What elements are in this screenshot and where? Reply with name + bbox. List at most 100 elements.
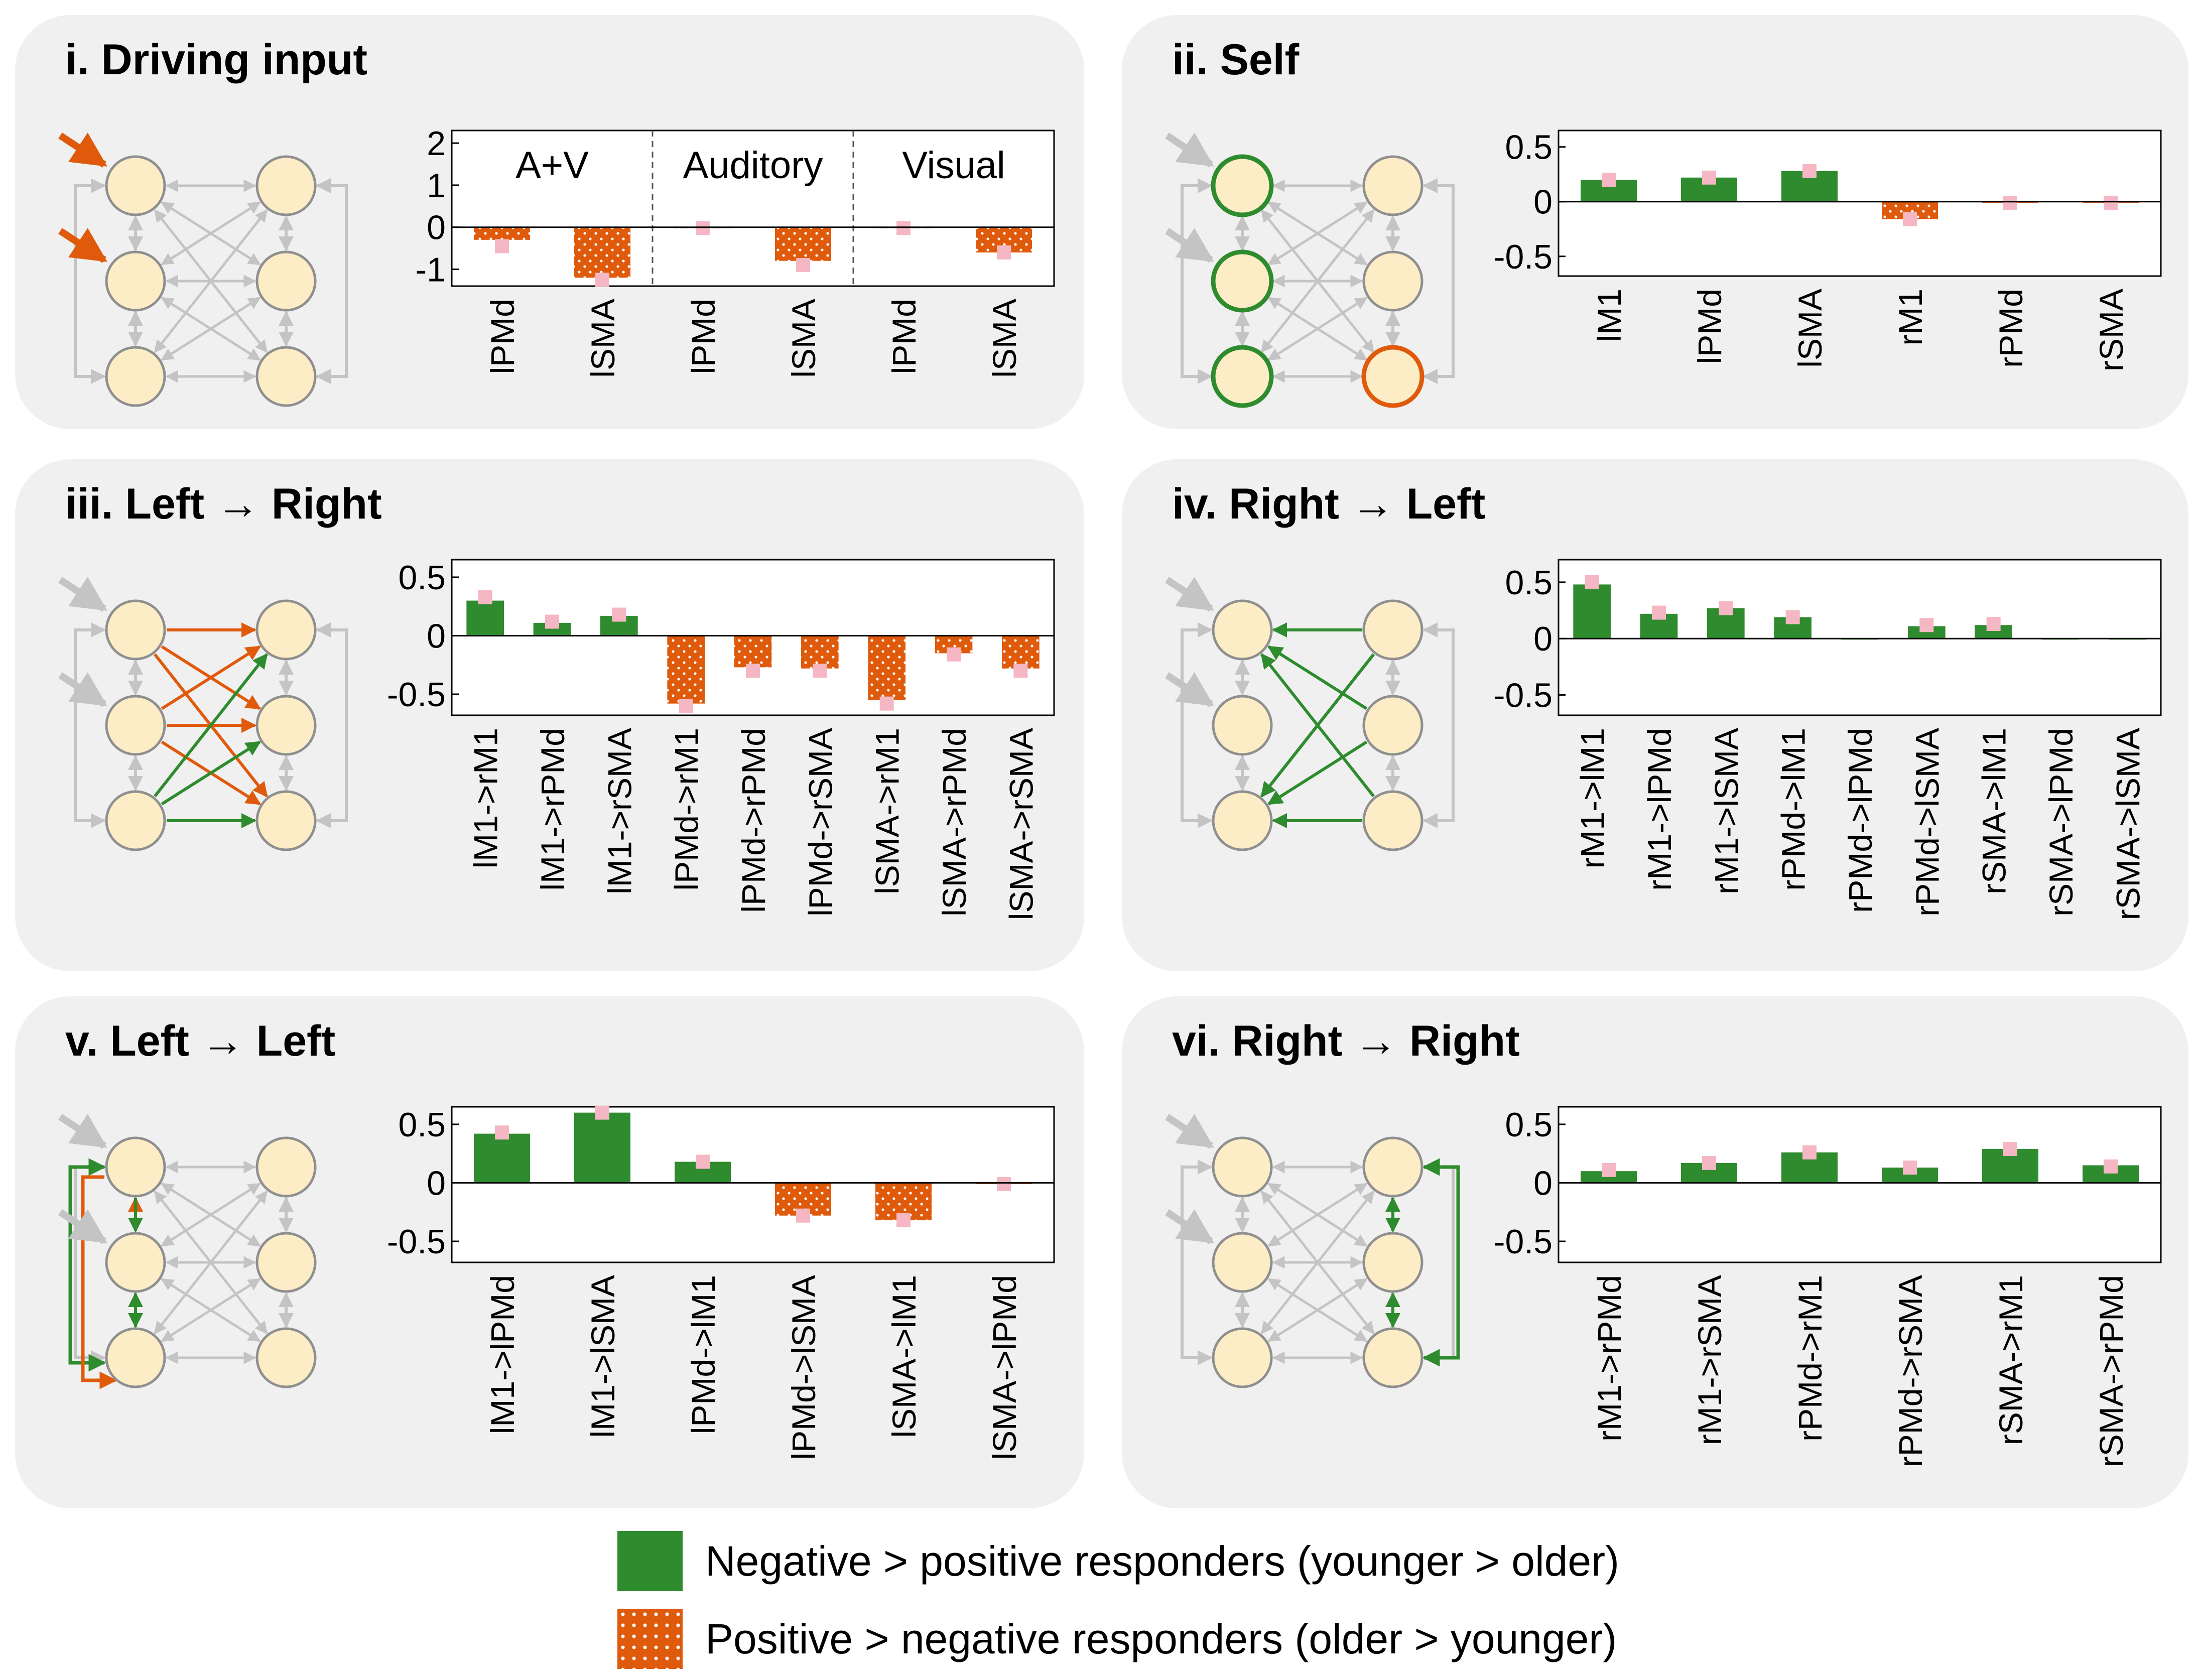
marker (1919, 618, 1934, 632)
marker (595, 1105, 609, 1120)
connection-loop (68, 1158, 106, 1372)
connection-loop (1181, 1159, 1213, 1365)
marker (1702, 1155, 1716, 1170)
bar (801, 635, 839, 669)
node-circle-icon (1212, 790, 1273, 851)
network-diagram (1165, 1114, 1460, 1388)
panel-title: vi. Right → Right (1172, 1017, 1520, 1065)
marker (595, 273, 609, 287)
node-circle-icon (255, 695, 317, 756)
node-circle-icon (1362, 1136, 1423, 1198)
node-circle-icon (255, 599, 317, 661)
node-circle-icon (1212, 1327, 1273, 1388)
marker (997, 245, 1011, 260)
y-tick-label: -0.5 (387, 676, 446, 714)
x-tick-label: lM1->rSMA (601, 728, 638, 894)
connection-loop (74, 622, 106, 828)
marker (545, 614, 559, 629)
marker (1702, 170, 1716, 185)
connection-loop (1422, 1159, 1455, 1365)
connection-loop (74, 178, 106, 384)
node-circle-icon (255, 1232, 317, 1293)
marker (1652, 605, 1666, 620)
input-arrow-icon (1165, 133, 1214, 168)
node-circle-icon (105, 695, 166, 756)
x-tick-label: rPMd->rSMA (1892, 1275, 1929, 1467)
x-tick-label: lPMd (885, 299, 923, 374)
x-tick-label: lM1->rPMd (534, 728, 571, 891)
y-tick-label: -0.5 (1494, 1223, 1552, 1261)
bar (734, 635, 772, 668)
x-tick-label: rSMA (2093, 289, 2130, 371)
input-arrow-icon (58, 577, 107, 612)
y-tick-label: 2 (427, 125, 446, 163)
x-tick-label: rM1->rPMd (1591, 1275, 1628, 1442)
y-tick-label: 0 (1533, 620, 1552, 658)
x-tick-label: lSMA (1791, 289, 1829, 368)
x-tick-label: lPMd->lM1 (685, 1275, 722, 1434)
marker (1602, 173, 1616, 187)
node-circle-icon (1212, 1136, 1273, 1198)
panel-title: v. Left → Left (65, 1017, 336, 1065)
marker (478, 590, 492, 604)
x-tick-label: lPMd (1691, 289, 1728, 364)
marker (813, 664, 827, 678)
x-tick-label: rPMd (1992, 289, 2029, 368)
x-tick-label: rSMA->lM1 (1976, 728, 2013, 894)
bar (775, 227, 831, 261)
marker (1602, 1162, 1616, 1177)
node-circle-icon (255, 250, 317, 312)
input-arrow-icon (58, 1209, 107, 1244)
x-tick-label: lSMA (584, 299, 621, 378)
y-tick-label: -1 (416, 250, 446, 289)
x-tick-label: rPMd->rM1 (1791, 1275, 1829, 1442)
connection-arrow (161, 645, 262, 710)
marker (1013, 664, 1028, 678)
plot-area (1558, 1106, 2162, 1263)
group-label: Visual (902, 144, 1005, 187)
x-tick-label: rSMA->lSMA (2109, 728, 2146, 920)
x-tick-label: rSMA->rPMd (2093, 1275, 2130, 1467)
input-arrow-icon (1165, 228, 1214, 263)
marker (696, 1154, 710, 1169)
node-circle-icon (255, 790, 317, 851)
network-diagram (58, 1114, 317, 1389)
y-tick-label: -0.5 (387, 1223, 446, 1261)
connection-arrow (161, 1278, 261, 1342)
marker (1903, 212, 1917, 226)
marker (896, 1213, 911, 1228)
node-circle-icon (105, 1136, 166, 1198)
node-circle-icon (1362, 790, 1423, 851)
x-tick-label: rPMd->lPMd (1842, 728, 1879, 913)
plot-area (451, 130, 1055, 287)
node-circle-icon (255, 1327, 317, 1388)
network-diagram (58, 577, 348, 851)
connection-loop (316, 178, 348, 384)
marker (796, 258, 810, 273)
connection-arrow (161, 740, 262, 806)
legend-item-positive: Positive > negative responders (older > … (617, 1609, 1617, 1669)
node-circle-icon (105, 790, 166, 851)
x-tick-label: rPMd->lM1 (1775, 728, 1812, 891)
node-circle-icon (105, 346, 166, 407)
marker (1785, 610, 1800, 624)
y-tick-label: -0.5 (1494, 238, 1552, 276)
y-tick-label: 0 (1533, 1165, 1552, 1203)
node-circle-icon (1362, 1327, 1423, 1388)
marker (1585, 575, 1599, 589)
bar (667, 635, 705, 704)
marker (879, 696, 894, 711)
legend-label-positive: Positive > negative responders (older > … (705, 1615, 1617, 1662)
marker (947, 647, 961, 662)
marker (2003, 195, 2017, 210)
panel-title: i. Driving input (65, 36, 367, 84)
x-tick-label: lPMd->rM1 (668, 728, 705, 891)
bar (868, 635, 905, 700)
input-arrow-icon (58, 228, 107, 263)
x-tick-label: rSMA->rM1 (1992, 1275, 2029, 1445)
bar (574, 1112, 630, 1183)
